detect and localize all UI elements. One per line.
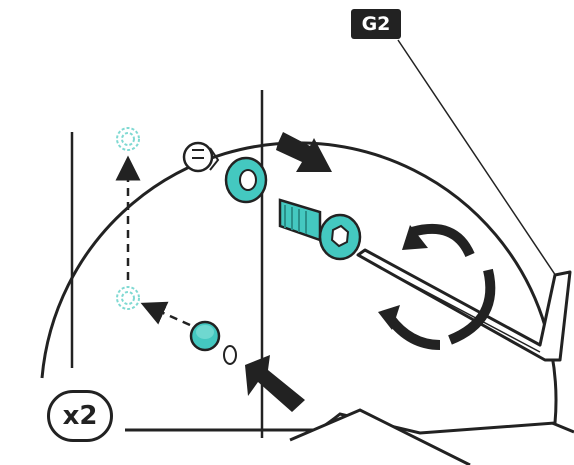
quantity-badge: x2 [47, 390, 113, 442]
detail-circle [40, 141, 558, 435]
insertion-arrow-icon [245, 355, 305, 412]
ghost-hole-top [116, 127, 140, 151]
callout-leader-line [397, 39, 561, 283]
barrel-nut-icon [189, 320, 221, 352]
hex-key-icon [356, 248, 572, 362]
detail-circle-tail [289, 408, 471, 465]
hex-key-edge [369, 261, 541, 353]
ghost-hole-bottom [116, 286, 140, 310]
socket-cap-screw-icon [278, 198, 362, 261]
rotation-arrow-icon [378, 223, 496, 350]
part-label-badge: G2 [351, 9, 401, 39]
insert-hole-icon [223, 345, 237, 365]
motion-arrow-icon [276, 132, 332, 172]
dashed-arrow-left [140, 301, 191, 327]
washer-icon [224, 156, 268, 204]
cap-cover-icon [182, 141, 220, 173]
